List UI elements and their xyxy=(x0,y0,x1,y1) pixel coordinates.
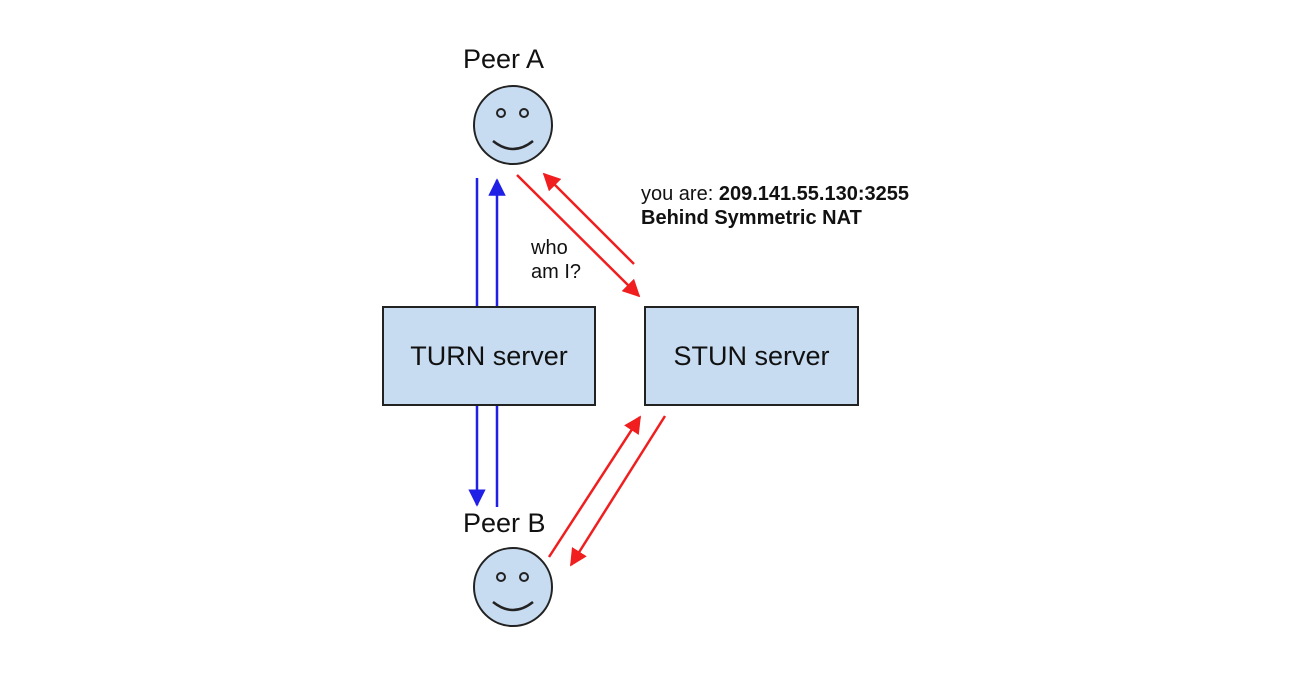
stun-arrow-peer-a-to-stun xyxy=(516,174,641,298)
stun-response-annotation: you are: 209.141.55.130:3255 Behind Symm… xyxy=(641,182,909,230)
nat-type-label: Behind Symmetric NAT xyxy=(641,207,862,229)
peer-a-face-outline xyxy=(473,85,553,165)
turn-server-box: TURN server xyxy=(382,306,596,406)
peer-b-smiley-face-icon xyxy=(473,547,553,627)
peer-b-left-eye xyxy=(496,572,506,582)
peer-b-label: Peer B xyxy=(463,508,546,538)
stun-arrow-stun-to-peer-b xyxy=(569,415,667,567)
peer-b-smile xyxy=(492,601,534,612)
stun-server-label: STUN server xyxy=(673,340,830,371)
turn-server-label: TURN server xyxy=(410,340,568,371)
stun-arrow-stun-to-peer-a xyxy=(542,172,635,265)
peer-b-face-outline xyxy=(473,547,553,627)
stun-response-line-1: you are: 209.141.55.130:3255 xyxy=(641,182,909,206)
public-address: 209.141.55.130:3255 xyxy=(718,183,910,205)
you-are-prefix: you are: xyxy=(641,183,719,205)
who-am-i-line-1: who xyxy=(531,237,568,259)
peer-a-right-eye xyxy=(519,108,529,118)
peer-b-right-eye xyxy=(519,572,529,582)
stun-arrow-peer-b-to-stun xyxy=(547,415,642,558)
who-am-i-annotation: who am I? xyxy=(531,236,581,284)
peer-a-smile xyxy=(492,140,534,151)
peer-a-smiley-face-icon xyxy=(473,85,553,165)
peer-a-label: Peer A xyxy=(463,44,545,74)
who-am-i-line-2: am I? xyxy=(531,261,582,283)
peer-a-left-eye xyxy=(496,108,506,118)
stun-server-box: STUN server xyxy=(644,306,859,406)
